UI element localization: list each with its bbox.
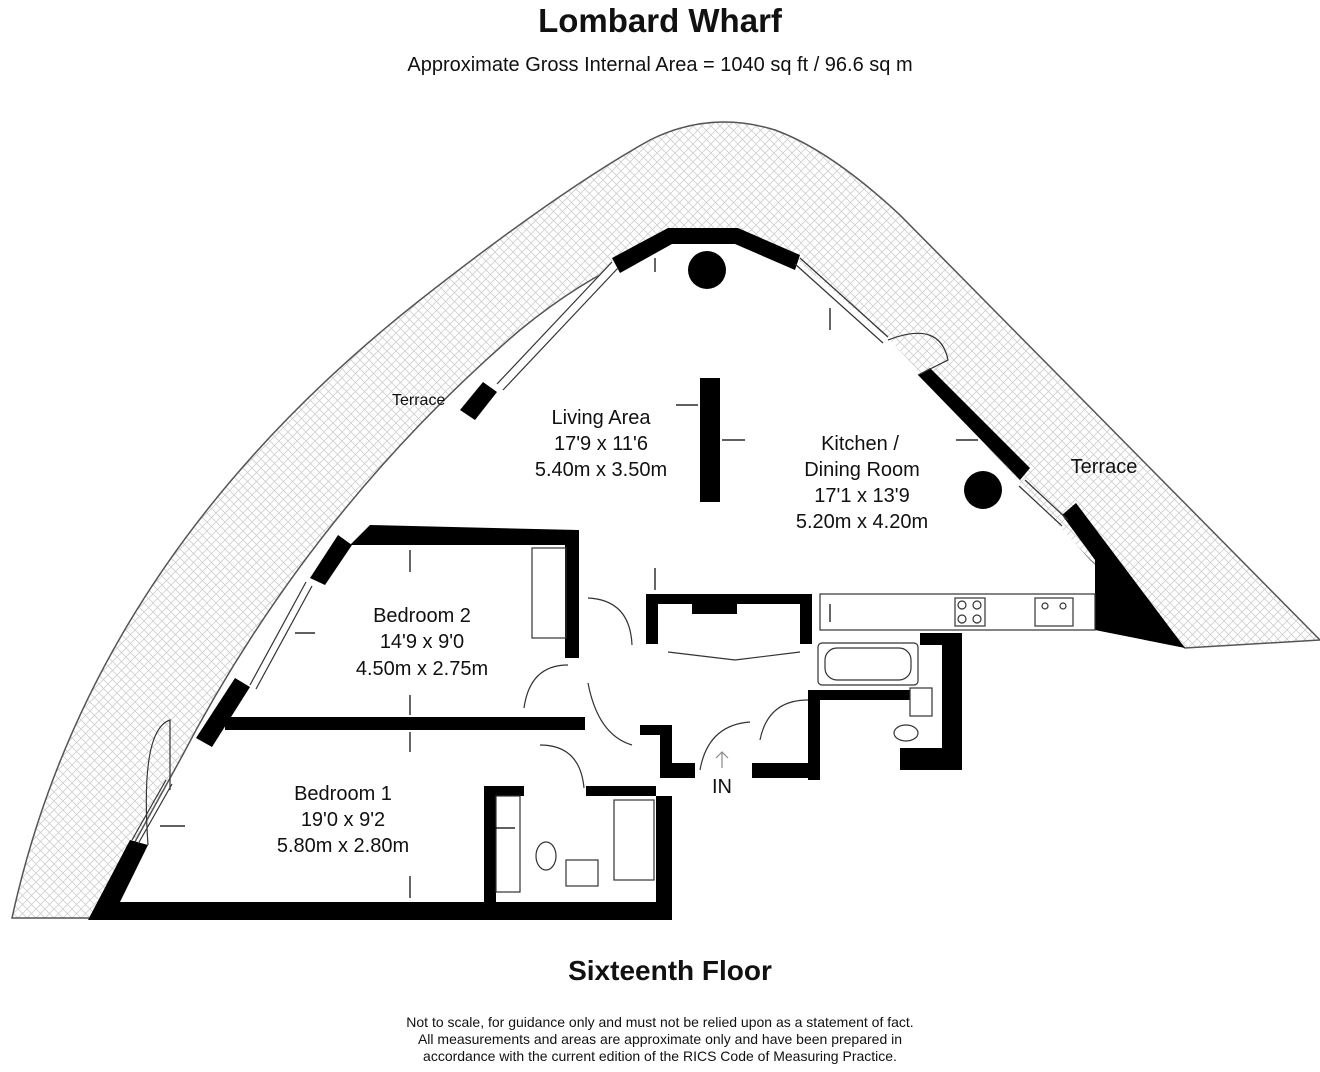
disclaimer-line: Not to scale, for guidance only and must… — [406, 1014, 914, 1030]
svg-text:5.80m x 2.80m: 5.80m x 2.80m — [277, 835, 409, 857]
svg-text:17'1 x 13'9: 17'1 x 13'9 — [814, 485, 910, 507]
svg-text:17'9 x 11'6: 17'9 x 11'6 — [554, 433, 648, 455]
dimension-arrows — [160, 258, 978, 898]
kitchen-counter — [819, 593, 1096, 631]
bathroom-fixtures — [535, 642, 933, 887]
terrace-label-left: Terrace — [392, 392, 445, 409]
svg-text:Bedroom 2: Bedroom 2 — [373, 605, 471, 627]
svg-text:14'9 x 9'0: 14'9 x 9'0 — [380, 631, 464, 653]
exterior-walls — [88, 228, 1185, 920]
terrace-label-right: Terrace — [1071, 456, 1138, 478]
svg-text:5.40m x 3.50m: 5.40m x 3.50m — [535, 459, 667, 481]
column — [964, 471, 1002, 509]
svg-text:Bedroom 1: Bedroom 1 — [294, 783, 392, 805]
wardrobes — [495, 547, 801, 893]
gross-area-text: Approximate Gross Internal Area = 1040 s… — [407, 54, 913, 76]
windows — [131, 257, 1069, 845]
svg-text:Dining Room: Dining Room — [804, 459, 920, 481]
disclaimer: Not to scale, for guidance only and must… — [0, 1014, 1320, 1065]
column — [688, 251, 726, 289]
entrance-arrow-icon — [715, 751, 729, 768]
living-area-label: Living Area 17'9 x 11'6 5.40m x 3.50m — [535, 407, 667, 481]
entrance-label: IN — [712, 776, 732, 798]
svg-text:19'0 x 9'2: 19'0 x 9'2 — [301, 809, 385, 831]
interior-floor — [100, 233, 1180, 918]
terrace-band — [11, 121, 1320, 919]
plan-title: Lombard Wharf — [538, 2, 782, 39]
svg-text:Living Area: Living Area — [552, 407, 652, 429]
bedroom-1-label: Bedroom 1 19'0 x 9'2 5.80m x 2.80m — [277, 783, 409, 857]
disclaimer-line: All measurements and areas are approxima… — [417, 1031, 903, 1047]
door-swings — [145, 332, 949, 846]
disclaimer-line: accordance with the current edition of t… — [423, 1048, 897, 1064]
svg-text:4.50m x 2.75m: 4.50m x 2.75m — [356, 658, 488, 680]
bedroom-2-label: Bedroom 2 14'9 x 9'0 4.50m x 2.75m — [356, 605, 488, 680]
floor-name: Sixteenth Floor — [568, 955, 772, 986]
svg-text:5.20m x 4.20m: 5.20m x 4.20m — [796, 511, 928, 533]
svg-text:Kitchen /: Kitchen / — [821, 433, 899, 455]
kitchen-dining-label: Kitchen / Dining Room 17'1 x 13'9 5.20m … — [796, 433, 928, 533]
internal-walls — [225, 378, 910, 906]
